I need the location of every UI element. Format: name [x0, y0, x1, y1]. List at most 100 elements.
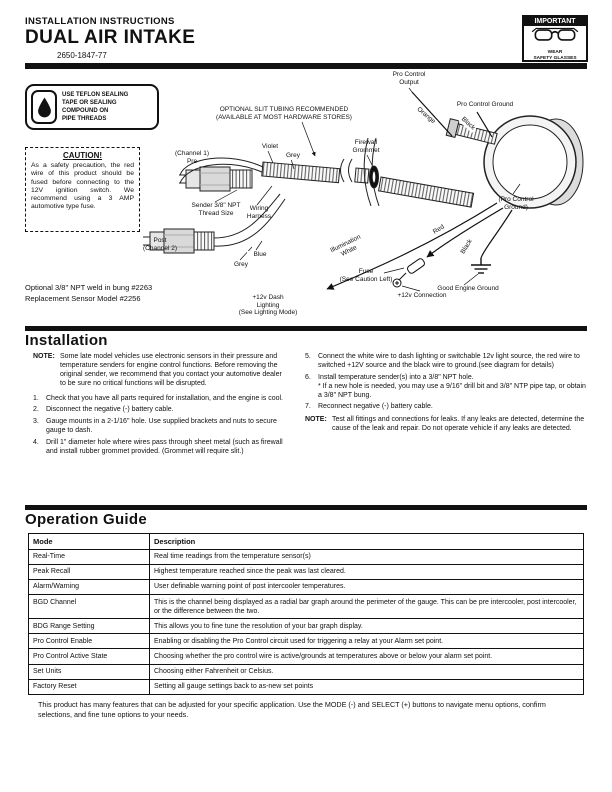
step-text: Gauge mounts in a 2-1/16" hole. Use supp…	[46, 418, 277, 435]
op-mode-cell: BDG Range Setting	[28, 618, 150, 635]
op-row-real-time: Real-Time Real time readings from the te…	[28, 548, 584, 565]
installation-heading: Installation	[25, 332, 108, 349]
operation-guide-footer: This product has many features that can …	[38, 700, 546, 720]
op-mode-cell: Pro Control Enable	[28, 633, 150, 650]
note2-text: Test all fittings and connections for le…	[332, 416, 585, 433]
op-mode-cell: Alarm/Warning	[28, 578, 150, 596]
op-row-set-units: Set Units Choosing either Fahrenheit or …	[28, 663, 584, 680]
label-post-channel2: Post (Channel 2)	[143, 237, 177, 252]
step-text: Check that you have all parts required f…	[46, 394, 283, 402]
label-violet-wire: Violet	[255, 143, 285, 151]
label-optional-tubing: OPTIONAL SLIT TUBING RECOMMENDED (AVAILA…	[216, 106, 352, 121]
label-good-engine-ground: Good Engine Ground	[437, 285, 499, 292]
caution-title: CAUTION!	[62, 151, 103, 160]
label-firewall-grommet: Firewall Grommet	[352, 139, 380, 154]
label-red-wire: Red	[431, 222, 447, 237]
step-text: Install temperature sender(s) into a 3/8…	[318, 373, 586, 399]
gauge-drawing	[445, 115, 584, 209]
op-desc-cell: Choosing whether the pro control wire is…	[149, 648, 584, 665]
operation-guide-heading: Operation Guide	[25, 511, 148, 528]
installation-left-column: NOTE: Some late model vehicles use elect…	[33, 353, 287, 460]
install-step-1: 1. Check that you have all parts require…	[33, 395, 287, 404]
label-grey-wire-bottom: Grey	[228, 261, 254, 269]
important-badge-subtitle: WEAR SAFETY GLASSES	[533, 50, 577, 61]
install-step-5: 5. Connect the white wire to dash lighti…	[305, 353, 587, 371]
label-pro-control-ground: Pro Control Ground	[456, 101, 514, 108]
op-desc-cell: Enabling or disabling the Pro Control ci…	[149, 633, 584, 650]
op-row-pro-control-enable: Pro Control Enable Enabling or disabling…	[28, 633, 584, 650]
label-blue-wire: Blue	[247, 251, 273, 259]
fuse-icon	[392, 258, 425, 288]
op-row-factory-reset: Factory Reset Setting all gauge settings…	[28, 678, 584, 695]
note2-label: NOTE:	[305, 416, 327, 424]
replacement-sensor-note: Replacement Sensor Model #2256	[25, 294, 141, 303]
op-mode-cell: BGD Channel	[28, 594, 150, 620]
install-step-4: 4. Drill 1" diameter hole where wires pa…	[33, 439, 287, 457]
operation-guide-table: Mode Description Real-Time Real time rea…	[28, 533, 584, 695]
label-dash-lighting: +12v Dash Lighting (See Lighting Mode)	[238, 294, 298, 317]
install-step-2: 2. Disconnect the negative (-) battery c…	[33, 406, 287, 415]
operation-guide-rule	[25, 505, 587, 510]
label-wiring-harness: Wiring Harness	[246, 205, 272, 220]
op-mode-cell: Pro Control Active State	[28, 648, 150, 665]
droplet-icon	[31, 90, 57, 124]
op-desc-cell: User definable warning point of post int…	[149, 578, 584, 596]
op-header-row: Mode Description	[28, 533, 584, 550]
op-col-description: Description	[149, 533, 584, 550]
label-orange-wire: Orange	[414, 105, 438, 127]
op-desc-cell: This is the channel being displayed as a…	[149, 594, 584, 620]
install-step-7: 7. Reconnect negative (-) battery cable.	[305, 403, 587, 412]
doc-title: DUAL AIR INTAKE	[25, 27, 196, 48]
installation-rule	[25, 326, 587, 331]
op-row-bdg-range-setting: BDG Range Setting This allows you to fin…	[28, 618, 584, 635]
install-step-3: 3. Gauge mounts in a 2-1/16" hole. Use s…	[33, 418, 287, 436]
step-number: 4.	[33, 439, 39, 446]
install-step-6: 6. Install temperature sender(s) into a …	[305, 374, 587, 401]
op-mode-cell: Set Units	[28, 663, 150, 680]
installation-right-column: 5. Connect the white wire to dash lighti…	[305, 353, 587, 440]
label-pro-control-output: Pro Control Output	[392, 71, 426, 86]
step-text: Disconnect the negative (-) battery cabl…	[46, 406, 174, 414]
op-mode-cell: Factory Reset	[28, 678, 150, 695]
label-black-wire-bottom: Black	[458, 237, 475, 257]
step-number: 2.	[33, 406, 39, 414]
note1-text: Some late model vehicles use electronic …	[60, 353, 282, 387]
label-channel1-pre: (Channel 1) Pre	[175, 150, 209, 165]
installation-note1: NOTE: Some late model vehicles use elect…	[33, 353, 287, 389]
op-desc-cell: Choosing either Fahrenheit or Celsius.	[149, 663, 584, 680]
important-badge-title: IMPORTANT	[524, 17, 586, 26]
teflon-note-text: USE TEFLON SEALING TAPE OR SEALING COMPO…	[62, 91, 129, 123]
label-pro-control-ground-gauge: (Pro Control Ground)	[498, 196, 534, 211]
part-number: 2650-1847-77	[57, 51, 107, 60]
safety-glasses-icon	[529, 26, 581, 49]
step-number: 3.	[33, 418, 39, 426]
op-desc-cell: Highest temperature reached since the pe…	[149, 563, 584, 580]
op-desc-cell: This allows you to fine tune the resolut…	[149, 618, 584, 635]
note1-label: NOTE:	[33, 353, 55, 360]
ground-symbol-icon	[471, 258, 491, 274]
step-number: 7.	[305, 403, 311, 411]
step-number: 6.	[305, 373, 311, 381]
op-col-mode: Mode	[28, 533, 150, 550]
label-illumination-white-wire: Illumination White	[328, 233, 367, 263]
label-fuse: Fuse (See Caution Left)	[339, 268, 393, 283]
op-row-bgd-channel: BGD Channel This is the channel being di…	[28, 594, 584, 620]
step-text: Drill 1" diameter hole where wires pass …	[46, 439, 283, 455]
op-row-pro-control-active-state: Pro Control Active State Choosing whethe…	[28, 648, 584, 665]
installation-note2: NOTE: Test all fittings and connections …	[305, 416, 587, 434]
caution-box: CAUTION! As a safety precaution, the red…	[25, 147, 140, 232]
important-badge: IMPORTANT WEAR SAFETY GLASSES	[522, 15, 588, 62]
op-desc-cell: Real time readings from the temperature …	[149, 548, 584, 565]
optional-bung-note: Optional 3/8" NPT weld in bung #2263	[25, 283, 153, 292]
op-mode-cell: Real-Time	[28, 548, 150, 565]
caution-body: As a safety precaution, the red wire of …	[31, 162, 134, 211]
label-sender-thread-size: Sender 3/8" NPT Thread Size	[191, 202, 241, 217]
label-grey-wire-top: Grey	[280, 152, 306, 160]
doc-eyebrow: INSTALLATION INSTRUCTIONS	[25, 16, 175, 27]
step-number: 5.	[305, 353, 311, 360]
label-12v-connection: +12v Connection	[397, 292, 447, 299]
teflon-note-box: USE TEFLON SEALING TAPE OR SEALING COMPO…	[25, 84, 159, 130]
op-row-alarm-warning: Alarm/Warning User definable warning poi…	[28, 578, 584, 596]
step-text: Reconnect negative (-) battery cable.	[318, 403, 433, 411]
